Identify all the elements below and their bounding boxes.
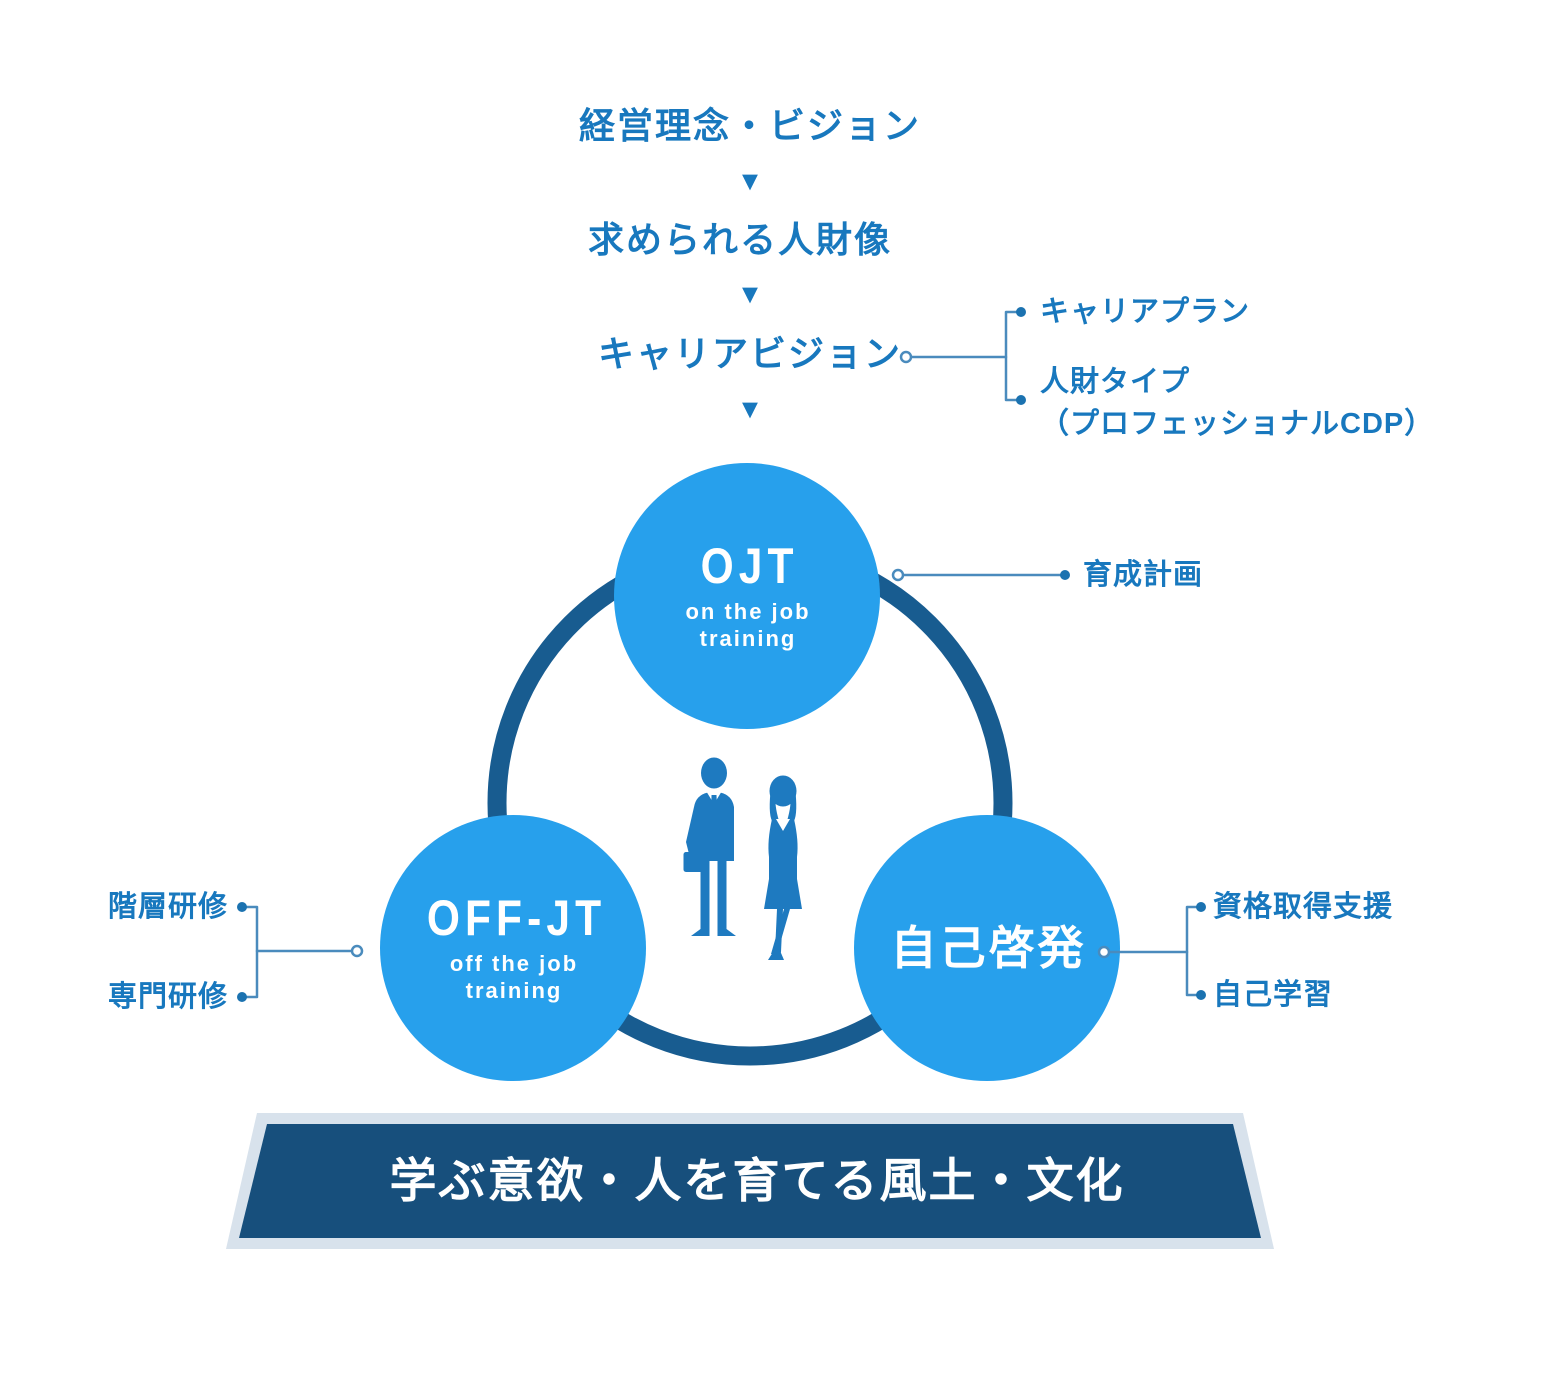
shikaku-label: 資格取得支援 <box>1213 891 1394 923</box>
offjt-connector <box>245 905 354 999</box>
self-dev-origin-dot <box>1097 945 1111 959</box>
man-silhouette <box>683 757 736 936</box>
career-branch-connector <box>909 310 1018 402</box>
ojt-origin-dot <box>891 568 905 582</box>
career-plan-dot <box>1016 307 1026 317</box>
senmon-dot <box>237 992 247 1002</box>
career-plan-label: キャリアプラン <box>1040 296 1251 328</box>
flow-arrow-2: ▼ <box>736 279 764 309</box>
flow-step-career-vision: キャリアビジョン <box>597 333 903 374</box>
ikusei-label: 育成計画 <box>1083 559 1204 591</box>
senmon-label: 専門研修 <box>107 981 228 1013</box>
kaisou-label: 階層研修 <box>107 891 228 923</box>
jiko-gakushu-dot <box>1196 990 1206 1000</box>
ojt-circle: OJT on the job training <box>614 463 880 729</box>
jiko-gakushu-label: 自己学習 <box>1213 979 1334 1011</box>
flow-arrow-1: ▼ <box>736 166 764 196</box>
flow-step-philosophy: 経営理念・ビジョン <box>578 105 922 146</box>
woman-silhouette <box>764 775 802 960</box>
career-origin-dot <box>899 350 913 364</box>
ojt-subtitle: on the job training <box>685 599 811 651</box>
jinzai-type-line1: 人財タイプ <box>1040 366 1191 398</box>
self-dev-title: 自己啓発 <box>890 922 1087 974</box>
offjt-origin-dot <box>350 944 364 958</box>
offjt-subtitle: off the job training <box>449 951 579 1003</box>
banner-slogan: 学ぶ意欲・人を育てる風土・文化 <box>389 1154 1125 1207</box>
banner-shape <box>226 1113 1274 1249</box>
people-silhouette <box>683 757 802 960</box>
flow-arrow-3: ▼ <box>736 394 764 424</box>
shikaku-dot <box>1196 902 1206 912</box>
jinzai-type-label: 人財タイプ （プロフェッショナルCDP） <box>1040 361 1434 445</box>
jinzai-type-dot <box>1016 395 1026 405</box>
self-dev-circle: 自己啓発 <box>854 815 1120 1081</box>
flow-step-talent-image: 求められる人財像 <box>587 219 893 260</box>
banner-inner <box>239 1124 1261 1238</box>
kaisou-dot <box>237 902 247 912</box>
offjt-title: OFF-JT <box>426 890 606 946</box>
offjt-circle: OFF-JT off the job training <box>380 815 646 1081</box>
ikusei-dot <box>1060 570 1070 580</box>
ojt-title: OJT <box>701 538 799 594</box>
self-dev-connector <box>1107 905 1198 997</box>
jinzai-type-line2: （プロフェッショナルCDP） <box>1040 408 1435 440</box>
